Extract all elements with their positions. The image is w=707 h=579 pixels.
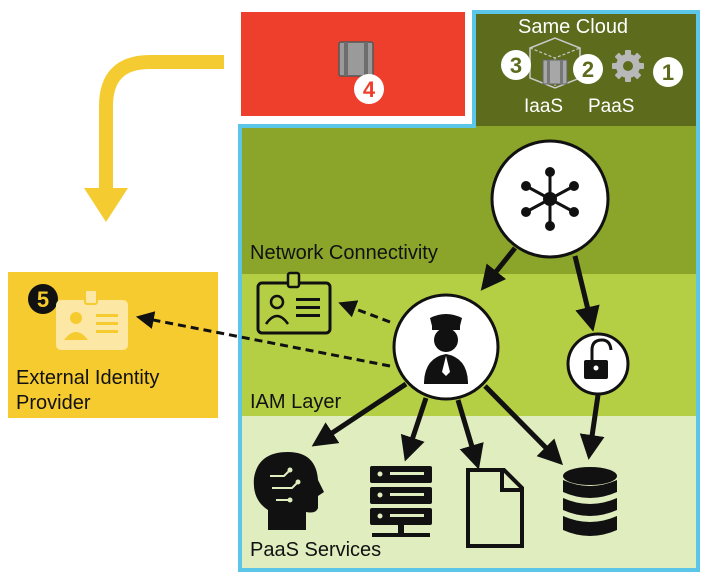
arrow-hub-to-iam xyxy=(480,246,517,291)
police-officer-icon xyxy=(392,293,500,401)
external-idp-label-line1: External Identity xyxy=(16,367,160,389)
external-id-card-icon xyxy=(56,289,128,350)
server-stack-icon xyxy=(370,466,432,537)
cloud-boundary xyxy=(238,10,700,572)
document-icon xyxy=(466,468,524,548)
paas-services-label: PaaS Services xyxy=(250,539,382,561)
gear-icon xyxy=(612,50,644,82)
server-icon xyxy=(338,41,374,77)
database-icon xyxy=(563,467,617,536)
arrow-iam-to-external xyxy=(135,311,391,368)
badge-5: 5 xyxy=(28,284,58,314)
svg-text:4: 4 xyxy=(363,77,376,102)
paas-label: PaaS xyxy=(588,96,635,117)
arrow-iam-to-server xyxy=(400,397,429,462)
svg-text:2: 2 xyxy=(582,57,594,82)
network-connectivity-label: Network Connectivity xyxy=(250,242,438,264)
arrow-unlock-to-database xyxy=(579,394,605,460)
arrow-iam-to-document xyxy=(455,399,484,470)
iaas-label: IaaS xyxy=(524,96,564,117)
iaas-cube-icon xyxy=(529,37,581,89)
arrow-iam-to-card xyxy=(338,300,391,324)
unlock-icon xyxy=(566,332,630,396)
svg-text:3: 3 xyxy=(510,53,522,78)
arrow-iam-to-database xyxy=(483,384,564,466)
id-card-icon xyxy=(256,271,332,335)
arrow-iam-to-ai xyxy=(311,381,408,447)
arrow-hub-to-unlock xyxy=(572,255,600,332)
external-idp-label-line2: Provider xyxy=(16,392,91,414)
yellow-arrow xyxy=(99,55,224,190)
badge-3: 3 xyxy=(501,50,531,80)
ai-head-icon xyxy=(253,452,324,530)
network-layer xyxy=(240,126,698,274)
svg-text:5: 5 xyxy=(37,287,49,312)
iam-layer-label: IAM Layer xyxy=(250,391,342,413)
svg-text:1: 1 xyxy=(662,60,674,85)
badge-4: 4 xyxy=(354,74,384,104)
hub-icon xyxy=(490,139,610,259)
badge-1: 1 xyxy=(653,57,683,87)
same-cloud-label: Same Cloud xyxy=(518,16,629,38)
badge-2: 2 xyxy=(573,54,603,84)
